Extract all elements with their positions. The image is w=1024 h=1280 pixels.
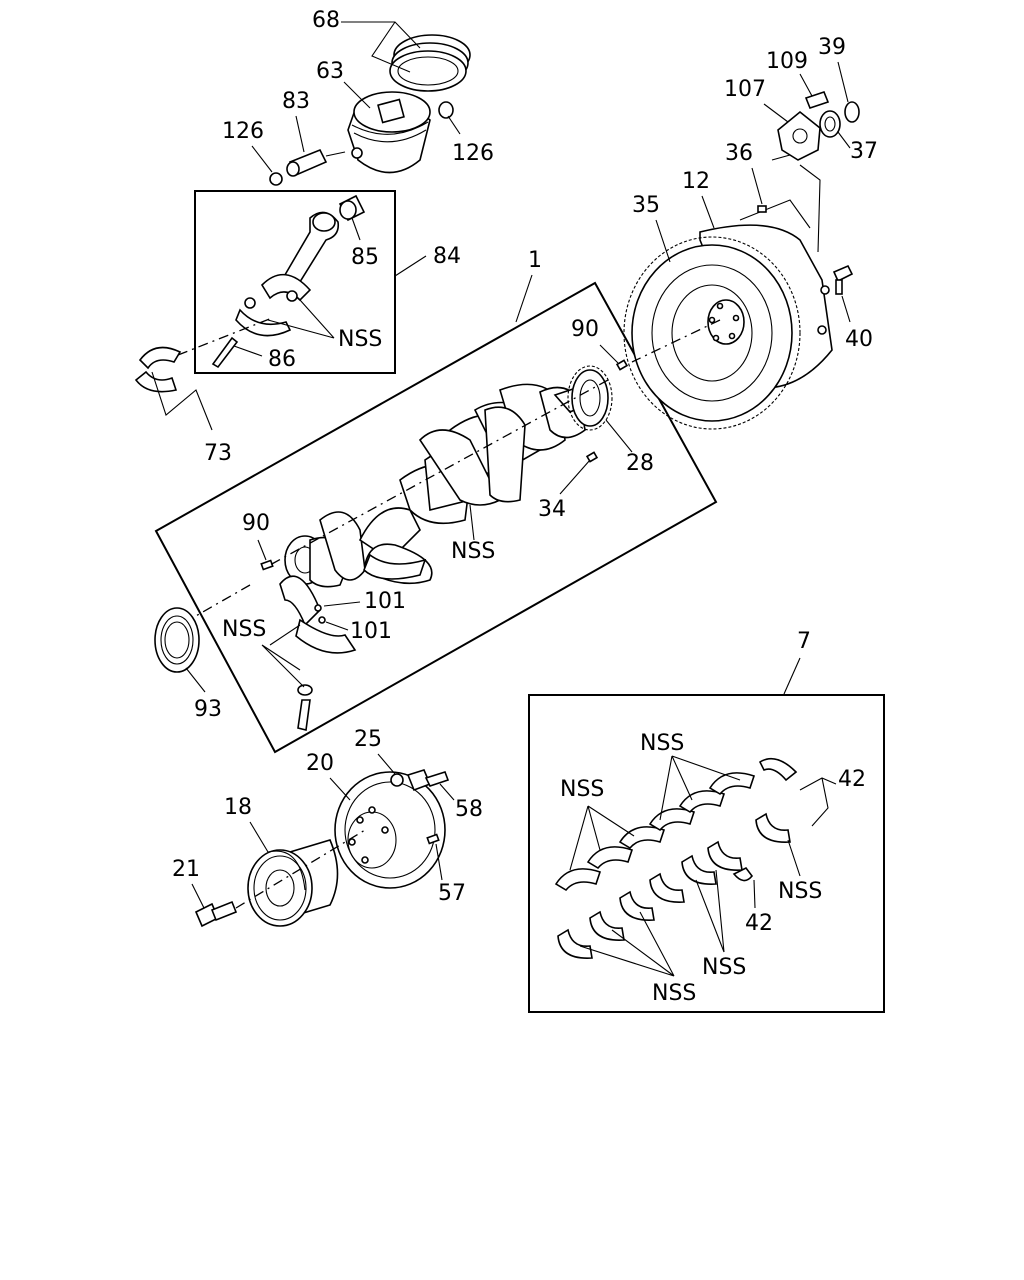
label-93: 93 [194,697,222,722]
main-bearing-shells-lower [557,812,791,959]
bolt-40 [832,264,854,295]
piston-pin-83 [286,148,328,177]
label-101-upper: 101 [364,589,406,614]
label-28: 28 [626,451,654,476]
label-37: 37 [850,139,878,164]
crankshaft [284,378,608,588]
label-35: 35 [632,193,660,218]
bolt-58 [406,769,450,792]
conrod-bearing-73 [134,346,182,393]
front-oil-seal-93 [154,607,200,673]
dowel-36 [757,205,767,213]
label-nss-rod: NSS [338,327,382,352]
label-nss-bearing-left: NSS [560,777,604,802]
small-end-bushing-85 [338,194,366,222]
bearing-retainer-107 [777,110,821,161]
label-85: 85 [351,245,379,270]
label-nss-front: NSS [222,617,266,642]
pin-57 [426,833,440,845]
label-107: 107 [724,77,766,102]
snap-ring-39 [844,101,860,123]
label-90-front: 90 [242,511,270,536]
label-1: 1 [528,248,542,273]
piston-63 [347,91,431,174]
label-39: 39 [818,35,846,60]
label-36: 36 [725,141,753,166]
timing-gear-28 [567,365,613,431]
flywheel-35 [623,236,801,430]
damper-20 [334,771,446,889]
label-25: 25 [354,727,382,752]
label-nss-crank: NSS [451,539,495,564]
crankshaft-box-1 [154,281,718,754]
label-126-right: 126 [452,141,494,166]
label-18: 18 [224,795,252,820]
label-83: 83 [282,89,310,114]
label-86: 86 [268,347,296,372]
washer-25 [390,773,404,787]
main-bearing-shells-upper [554,757,798,892]
label-57: 57 [438,881,466,906]
label-nss-bearing-right: NSS [778,879,822,904]
label-58: 58 [455,797,483,822]
bolt-109 [804,91,830,109]
label-12: 12 [682,169,710,194]
piston-rings-68 [389,34,471,92]
pin-90-front [260,559,274,571]
pin-90-rear [615,359,629,371]
connecting-rod-box-84 [194,190,396,374]
counterweight-lower [363,553,427,580]
label-84: 84 [433,244,461,269]
label-7: 7 [797,629,811,654]
bolt-21 [194,900,238,928]
label-68: 68 [312,8,340,33]
label-nss-bearing-bottom2: NSS [652,981,696,1006]
snap-ring-126 [269,101,454,186]
label-nss-bearing-top: NSS [640,731,684,756]
main-bearings-box-7 [528,694,885,1013]
label-63: 63 [316,59,344,84]
label-109: 109 [766,49,808,74]
label-42-lower: 42 [745,911,773,936]
label-20: 20 [306,751,334,776]
label-73: 73 [204,441,232,466]
label-42-upper: 42 [838,767,866,792]
label-nss-bearing-bottom1: NSS [702,955,746,980]
thrust-bearing [279,575,357,654]
label-34: 34 [538,497,566,522]
pulley-18 [247,839,339,927]
label-101-lower: 101 [350,619,392,644]
label-90-rear: 90 [571,317,599,342]
bearing-37 [819,110,841,138]
rod-bolt-86 [211,336,239,369]
main-cap-bolt [297,684,313,731]
label-40: 40 [845,327,873,352]
label-21: 21 [172,857,200,882]
key-34 [585,451,599,463]
label-126-left: 126 [222,119,264,144]
connecting-rod [235,211,340,337]
